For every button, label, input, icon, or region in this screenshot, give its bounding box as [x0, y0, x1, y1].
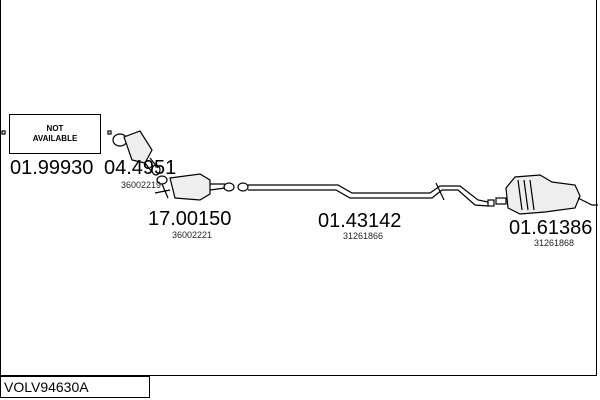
reference-number: 36002219: [121, 180, 162, 190]
not-available-line1: NOT: [46, 124, 64, 133]
connector-left-icon: [1, 130, 6, 135]
vehicle-code: VOLV94630A: [0, 376, 150, 398]
part-number[interactable]: 04.4951: [104, 157, 177, 179]
not-available-line2: AVAILABLE: [32, 134, 78, 143]
not-available-box: NOT AVAILABLE: [9, 114, 101, 154]
reference-number: 31261866: [343, 231, 384, 241]
reference-number: 31261868: [534, 238, 575, 248]
front-catalyst[interactable]: [112, 130, 161, 176]
part-number[interactable]: 17.00150: [148, 208, 232, 230]
diagram-frame: [0, 0, 597, 376]
connector-icon: [107, 130, 112, 135]
reference-number: 36002221: [172, 230, 213, 240]
middle-pipe[interactable]: [248, 182, 495, 207]
part-number[interactable]: 01.99930: [10, 157, 94, 179]
part-number[interactable]: 01.43142: [318, 210, 402, 232]
particulate-filter[interactable]: [154, 173, 249, 201]
part-number[interactable]: 01.61386: [509, 217, 593, 239]
rear-muffler[interactable]: [495, 174, 598, 215]
